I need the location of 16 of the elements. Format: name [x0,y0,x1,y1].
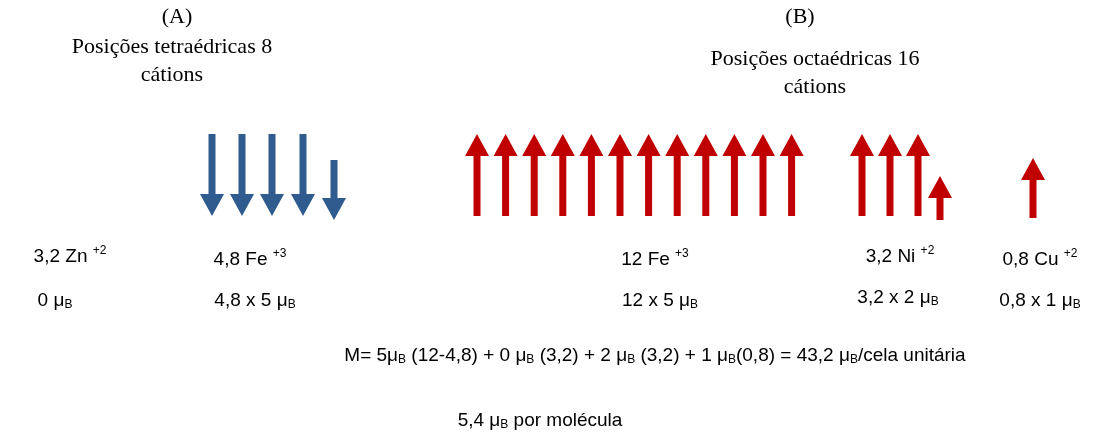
formula-label: 12 Fe $^{+3}$ [621,246,689,271]
formula-label: 3,2 Zn $^{+2}$ [33,243,107,268]
formula-label: 3,2 Ni $^{+2}$ [865,243,935,268]
formula-label: 4,8 Fe $^{+3}$ [213,246,287,271]
formula-label: 0 μ$_{B}$ [37,288,73,312]
formula-label: 0,8 x 1 μ$_{B}$ [999,288,1081,312]
formula-label: 0,8 Cu $^{+2}$ [1002,246,1078,271]
formula-label: 4,8 x 5 μ$_{B}$ [214,288,296,312]
heading-label: (B) [785,2,815,30]
formula-label: 5,4 μ$_{B}$ por molécula [457,408,623,432]
heading-label: Posições octaédricas 16 cátions [709,44,921,99]
formula-label: M= 5μ$_{B}$ (12-4,8) + 0 μ$_{B}$ (3,2) + 2 μ$_{B}$ (3,2) + 1 μ$_{B}$(0,8) = 43,2 μ$_{B}$/cela unitária [344,343,966,367]
heading-label: (A) [161,2,193,30]
formula-label: 12 x 5 μ$_{B}$ [622,288,698,312]
heading-label: Posições tetraédricas 8 cátions [70,32,274,87]
formula-label: 3,2 x 2 μ$_{B}$ [857,285,939,309]
